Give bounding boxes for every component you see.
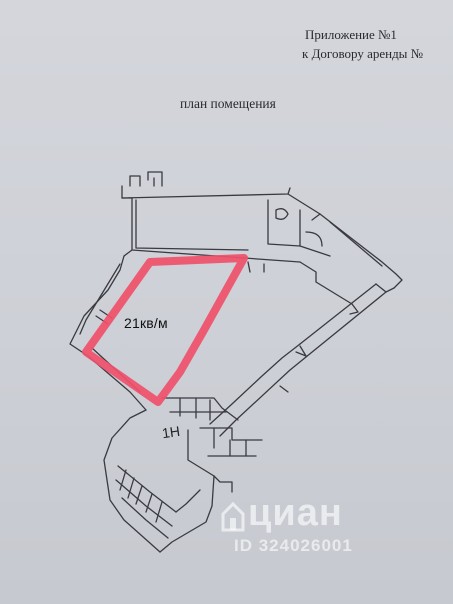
inner-wall xyxy=(299,261,353,305)
door-swing xyxy=(305,231,323,247)
bathroom-wall xyxy=(299,209,331,257)
window xyxy=(295,345,307,357)
inner-wall xyxy=(79,263,121,335)
window xyxy=(349,303,359,315)
roof-vent xyxy=(129,175,141,187)
outer-wall xyxy=(103,409,161,553)
inner-wall xyxy=(175,489,201,513)
contract-reference: к Договору аренды № xyxy=(302,46,424,61)
outer-wall xyxy=(219,291,387,437)
inner-wall xyxy=(329,221,383,267)
window xyxy=(279,385,289,393)
roof-vent xyxy=(147,171,163,187)
unit-label: 1Н xyxy=(160,422,181,442)
outer-wall xyxy=(159,475,215,553)
outer-wall xyxy=(287,193,321,221)
outer-wall xyxy=(375,283,395,293)
inner-wall xyxy=(187,429,215,477)
outer-wall xyxy=(87,355,147,411)
house-logo-icon xyxy=(221,501,245,532)
inner-wall xyxy=(299,283,377,345)
stairs xyxy=(179,397,211,421)
area-label: 21кв/м xyxy=(124,315,168,331)
inner-wall xyxy=(121,497,169,539)
inner-wall xyxy=(115,479,173,527)
inner-wall xyxy=(117,465,177,513)
outer-wall xyxy=(121,197,133,257)
outer-wall xyxy=(319,213,403,289)
toilet xyxy=(275,208,289,220)
outer-wall xyxy=(121,185,291,199)
stairs xyxy=(199,427,263,441)
outer-wall xyxy=(213,475,233,493)
stairs xyxy=(119,469,163,523)
stairs xyxy=(161,397,239,421)
tick-mark xyxy=(247,261,265,273)
watermark-logo: циан xyxy=(248,492,343,534)
inner-wall xyxy=(135,199,249,251)
appendix-heading: Приложение №1 xyxy=(305,27,397,42)
bathroom-wall xyxy=(267,199,301,247)
watermark-id: ID 324026001 xyxy=(234,536,353,555)
rented-area-outline xyxy=(82,254,248,406)
page-title: план помещения xyxy=(180,96,276,111)
stairs xyxy=(213,427,247,457)
